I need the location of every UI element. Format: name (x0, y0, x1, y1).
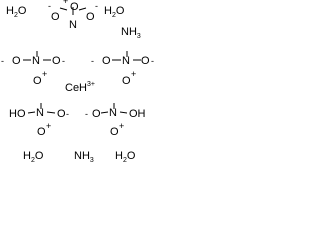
bond-line (59, 7, 68, 11)
ammonia-molecule: NH3 (74, 150, 94, 164)
ammonia-molecule: NH3 (121, 26, 141, 40)
bond-line (78, 7, 87, 11)
water-molecule: H2O (104, 5, 125, 19)
water-molecule: H2O (23, 150, 44, 164)
bond-line (27, 111, 36, 114)
bond-line (119, 111, 128, 114)
bond-line (46, 111, 56, 114)
bond-lines (23, 7, 141, 114)
water-molecule: H2O (115, 150, 136, 164)
bond-line (100, 111, 109, 114)
cerium-ion: CeH3+ (65, 81, 95, 94)
water-molecule: H2O (6, 5, 27, 19)
